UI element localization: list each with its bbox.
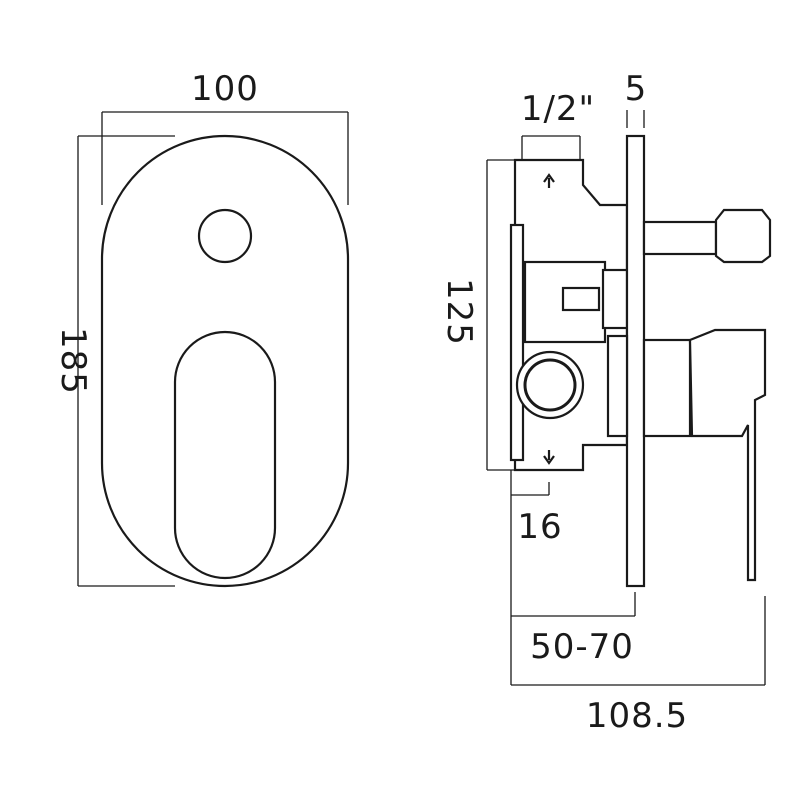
overall-depth-label: 108.5 [586,696,688,736]
height-label: 185 [53,327,93,395]
thread-label: 1/2" [521,89,595,129]
valve-body [509,158,629,472]
flange-depth-label: 16 [517,507,562,547]
wall-plate [625,134,646,588]
diverter-knob-side [714,208,772,264]
body-height-dimension: 125 [439,159,515,471]
width-dimension: 100 [101,69,349,205]
width-label: 100 [191,69,259,109]
diverter-spindle [642,208,772,264]
thread-dimension: 1/2" [521,89,595,160]
overall-depth-dimension: 108.5 [510,596,766,736]
arrow-down-icon [543,450,555,465]
faceplate-outline [100,134,350,588]
plate-thickness-label: 5 [625,69,648,109]
front-view: 100 185 [53,69,350,588]
outlet-connector [515,350,585,420]
lever-side [606,328,767,582]
side-view: 1/2" 5 125 [439,69,772,736]
install-depth-dimension: 50-70 [510,495,636,667]
arrow-up-icon [543,173,555,188]
flange-depth-dimension: 16 [510,470,562,547]
mounting-flange [509,223,525,462]
body-height-label: 125 [439,278,479,346]
diverter-knob [197,208,253,264]
lever-handle [173,330,277,580]
plate-thickness-dimension: 5 [625,69,648,128]
height-dimension: 185 [53,135,175,587]
lever-handle-side [688,328,767,582]
install-depth-label: 50-70 [530,627,634,667]
